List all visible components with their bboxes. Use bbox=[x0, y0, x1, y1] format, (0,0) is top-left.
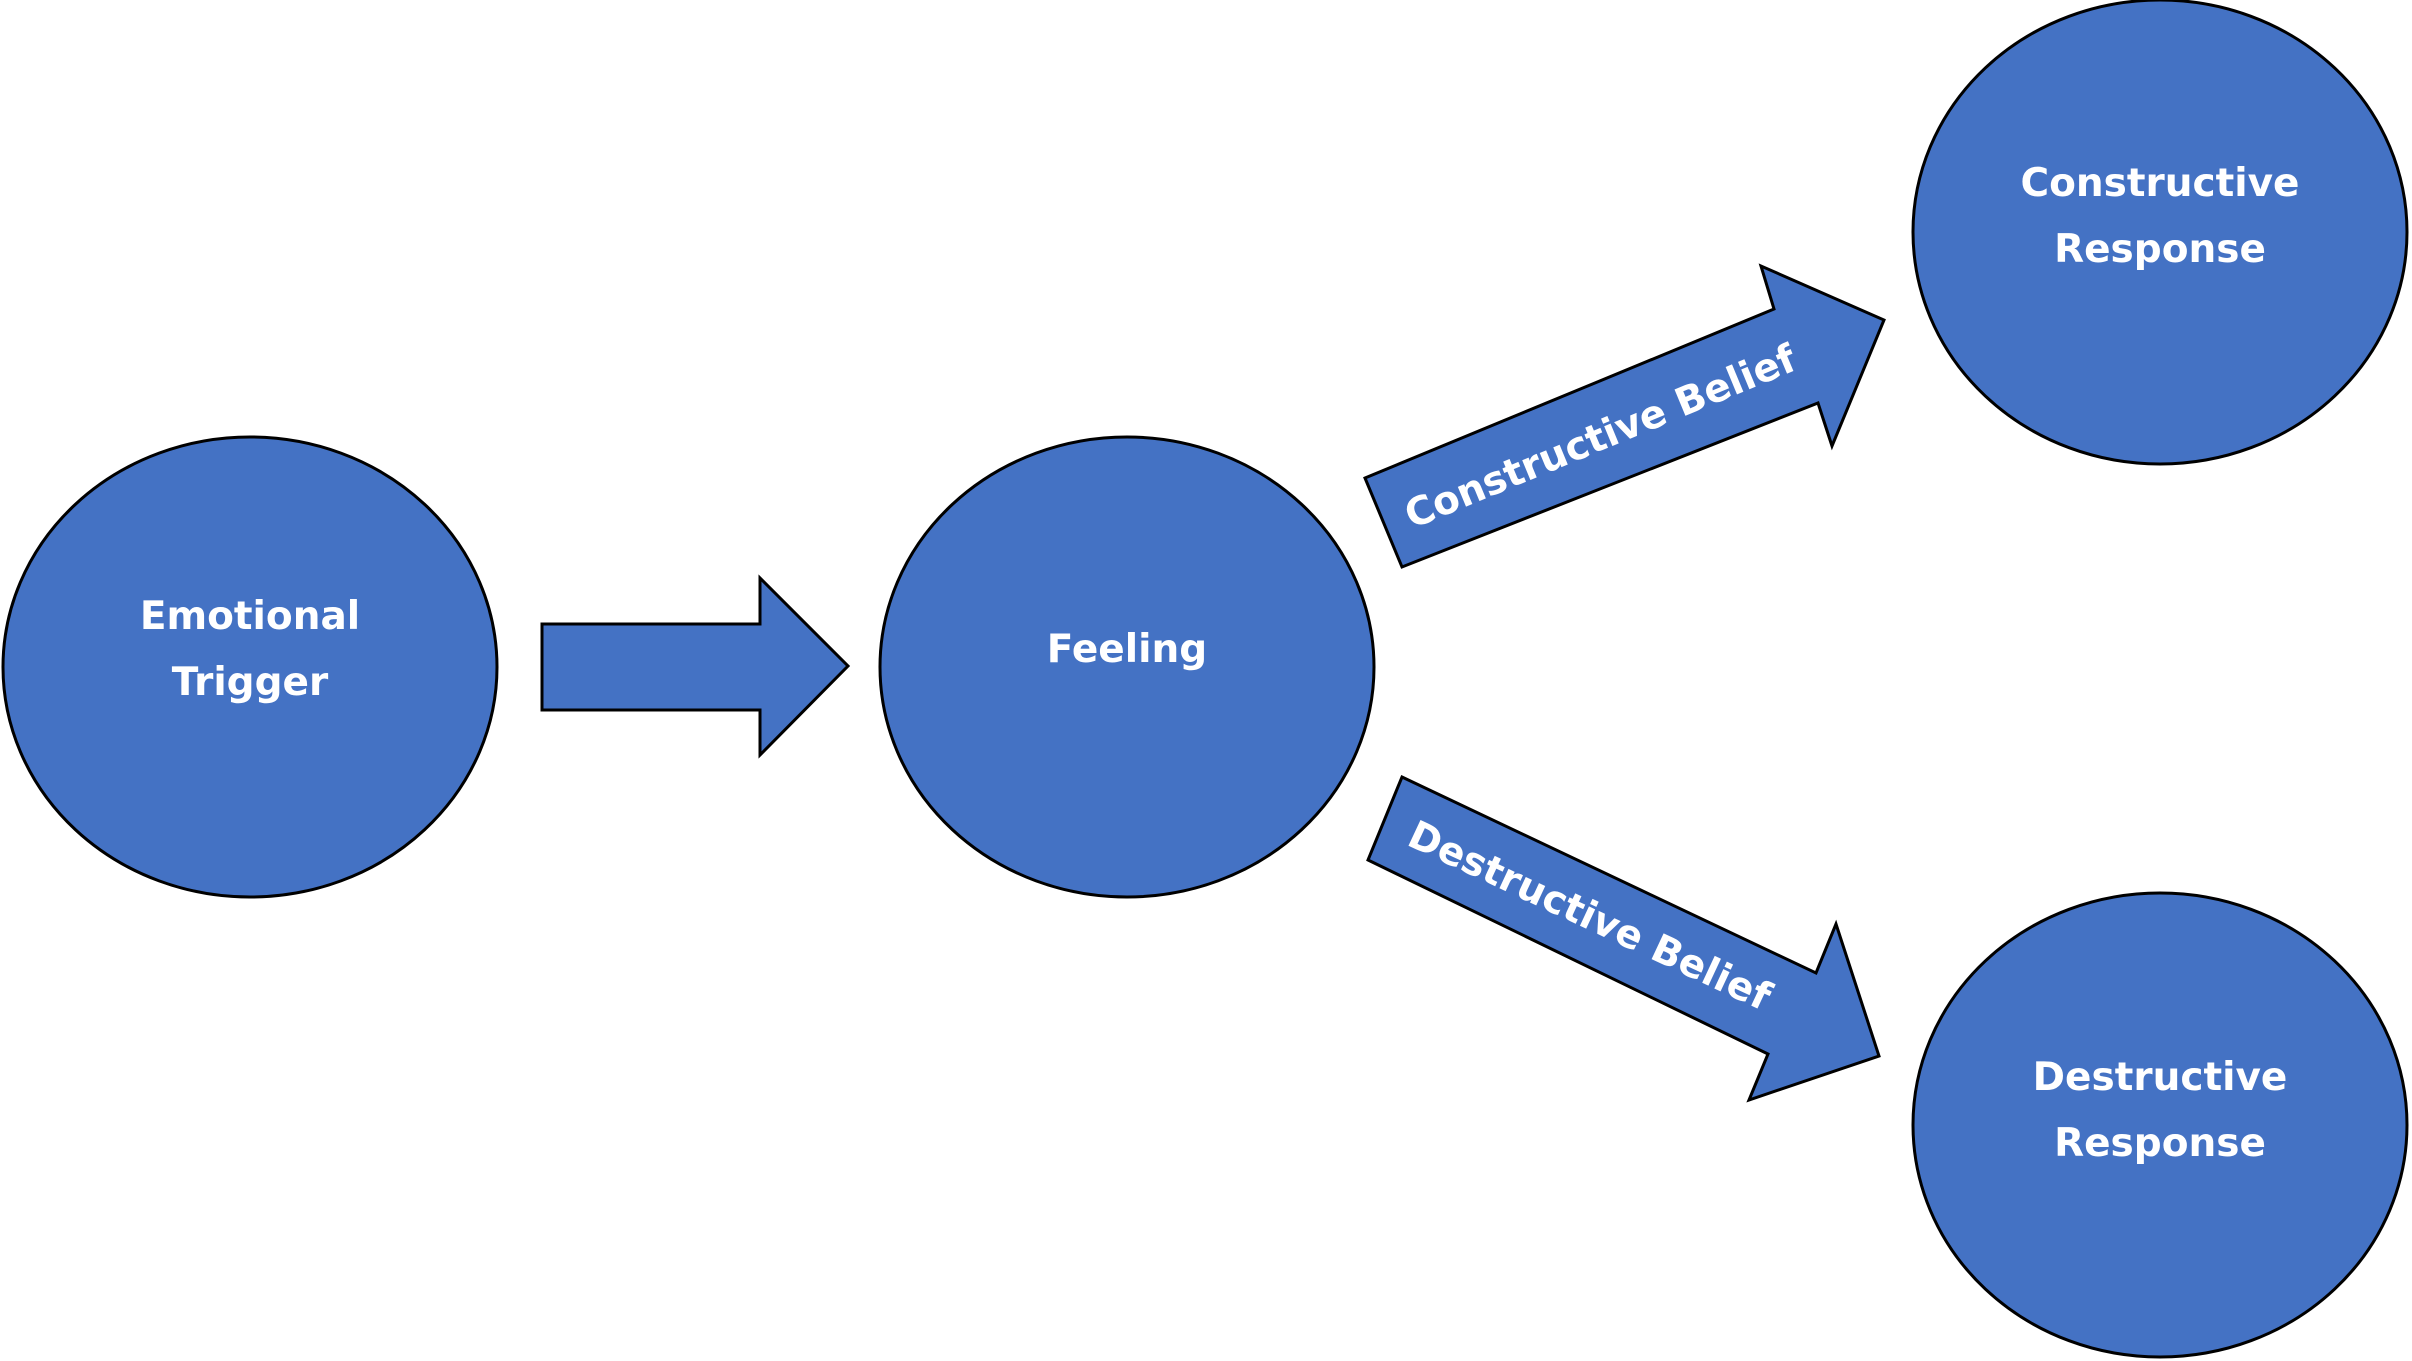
node-destructive-response-shape bbox=[1911, 891, 2409, 1359]
arrow-destructive-belief-shape bbox=[1366, 774, 1881, 1103]
node-emotional-trigger: Emotional Trigger bbox=[1, 435, 499, 899]
arrow-destructive-belief-label: Destructive Belief bbox=[1401, 813, 1779, 1021]
node-emotional-trigger-shape bbox=[1, 435, 499, 899]
node-constructive-response-label-2: Response bbox=[2054, 227, 2266, 272]
node-destructive-response: Destructive Response bbox=[1911, 891, 2409, 1359]
node-destructive-response-label-2: Response bbox=[2054, 1121, 2266, 1166]
arrow-constructive-belief-label: Constructive Belief bbox=[1398, 336, 1803, 538]
node-destructive-response-label-1: Destructive bbox=[2033, 1055, 2288, 1100]
node-constructive-response: Constructive Response bbox=[1911, 0, 2409, 466]
arrow-constructive-belief-shape bbox=[1363, 263, 1886, 569]
node-feeling-label: Feeling bbox=[1047, 627, 1207, 672]
arrow-constructive-belief: Constructive Belief bbox=[1363, 263, 1886, 569]
node-feeling: Feeling bbox=[878, 435, 1376, 899]
node-constructive-response-label-1: Constructive bbox=[2020, 161, 2299, 206]
arrow-destructive-belief: Destructive Belief bbox=[1366, 774, 1881, 1103]
node-emotional-trigger-label-2: Trigger bbox=[172, 660, 329, 705]
node-emotional-trigger-label-1: Emotional bbox=[140, 594, 360, 639]
node-feeling-shape bbox=[878, 435, 1376, 899]
arrow-trigger-to-feeling bbox=[540, 574, 851, 759]
node-constructive-response-shape bbox=[1911, 0, 2409, 466]
